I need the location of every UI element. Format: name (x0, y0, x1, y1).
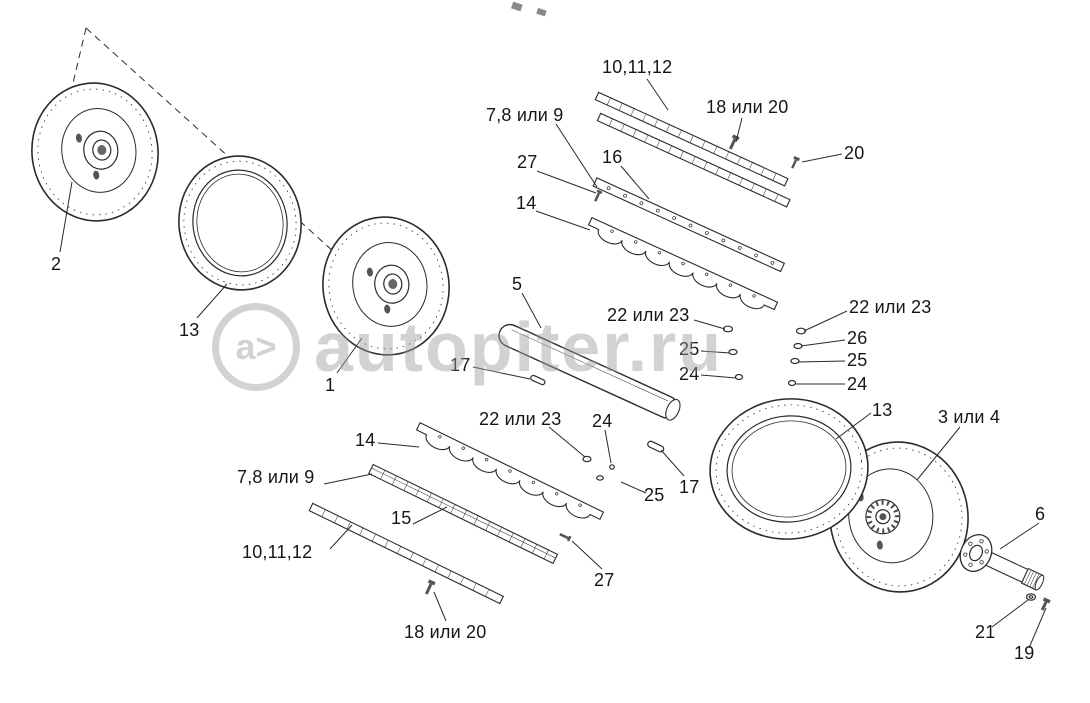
hardware-stack-mid (722, 325, 744, 381)
part-label-5: 5 (512, 274, 523, 294)
part-label-22-23-bottom: 22 или 23 (479, 409, 562, 429)
part-label-2: 2 (51, 254, 62, 274)
part-label-25-right: 25 (847, 350, 868, 370)
part-label-17-left: 17 (450, 355, 471, 375)
part-label-22-23-mid: 22 или 23 (607, 305, 690, 325)
part-label-7-8-9-top: 7,8 или 9 (486, 105, 564, 125)
bolt-18-20-top (728, 134, 740, 150)
part-label-27-bottom: 27 (594, 570, 615, 590)
roll-pin-right (647, 440, 665, 453)
part-label-24-bottom: 24 (592, 411, 613, 431)
part-label-13-left: 13 (179, 320, 200, 340)
knife-bar-bottom (368, 463, 559, 565)
part-label-14-top: 14 (516, 193, 537, 213)
cutter-bar-strip-top-1 (594, 91, 789, 187)
part-label-24-right: 24 (847, 374, 868, 394)
tire-ring-left (178, 155, 302, 291)
part-label-16: 16 (602, 147, 623, 167)
part-label-18-20-bottom: 18 или 20 (404, 622, 487, 642)
part-label-21: 21 (975, 622, 996, 642)
bolt-19 (1040, 597, 1051, 611)
tire-ring-right (709, 398, 869, 540)
washer-21 (1025, 593, 1037, 601)
part-label-1: 1 (325, 375, 336, 395)
knife-back-bar-top (592, 177, 786, 273)
part-label-20: 20 (844, 143, 865, 163)
axle-shaft (959, 534, 1045, 591)
leader-lines (59, 78, 1047, 649)
part-label-19: 19 (1014, 643, 1035, 663)
screw-27-top (594, 189, 603, 202)
small-marks (511, 1, 547, 17)
part-label-3-4: 3 или 4 (938, 407, 1001, 427)
wheel-disc-front (322, 216, 450, 356)
hardware-stack-right (787, 327, 807, 387)
part-label-24-mid: 24 (679, 364, 700, 384)
part-label-6: 6 (1035, 504, 1046, 524)
wheel-disc-rear (31, 82, 159, 222)
part-label-10-11-12-top: 10,11,12 (602, 57, 673, 77)
part-label-14-bottom: 14 (355, 430, 376, 450)
part-label-25-bottom: 25 (644, 485, 665, 505)
part-label-25-mid: 25 (679, 339, 700, 359)
screw-27-bottom (559, 533, 572, 542)
part-label-17-right: 17 (679, 477, 700, 497)
part-label-26: 26 (847, 328, 868, 348)
part-label-22-23-right: 22 или 23 (849, 297, 932, 317)
screw-20 (791, 156, 800, 169)
shaft-tube (498, 323, 681, 421)
part-label-13-right: 13 (872, 400, 893, 420)
roll-pin-left (530, 374, 546, 386)
hardware-bottom-mid (582, 455, 615, 481)
cutter-bar-strip-top-2 (596, 112, 791, 208)
part-label-15: 15 (391, 508, 412, 528)
cutter-bar-strip-bottom (308, 502, 505, 605)
part-label-18-20-top: 18 или 20 (706, 97, 789, 117)
part-label-7-8-9-bottom: 7,8 или 9 (237, 467, 315, 487)
scalloped-knife-bar-top (587, 216, 779, 311)
part-label-27-top: 27 (517, 152, 538, 172)
part-label-10-11-12-bottom: 10,11,12 (242, 542, 313, 562)
bolt-18-20-bottom (424, 579, 436, 595)
scalloped-knife-bar-bottom (415, 421, 605, 521)
